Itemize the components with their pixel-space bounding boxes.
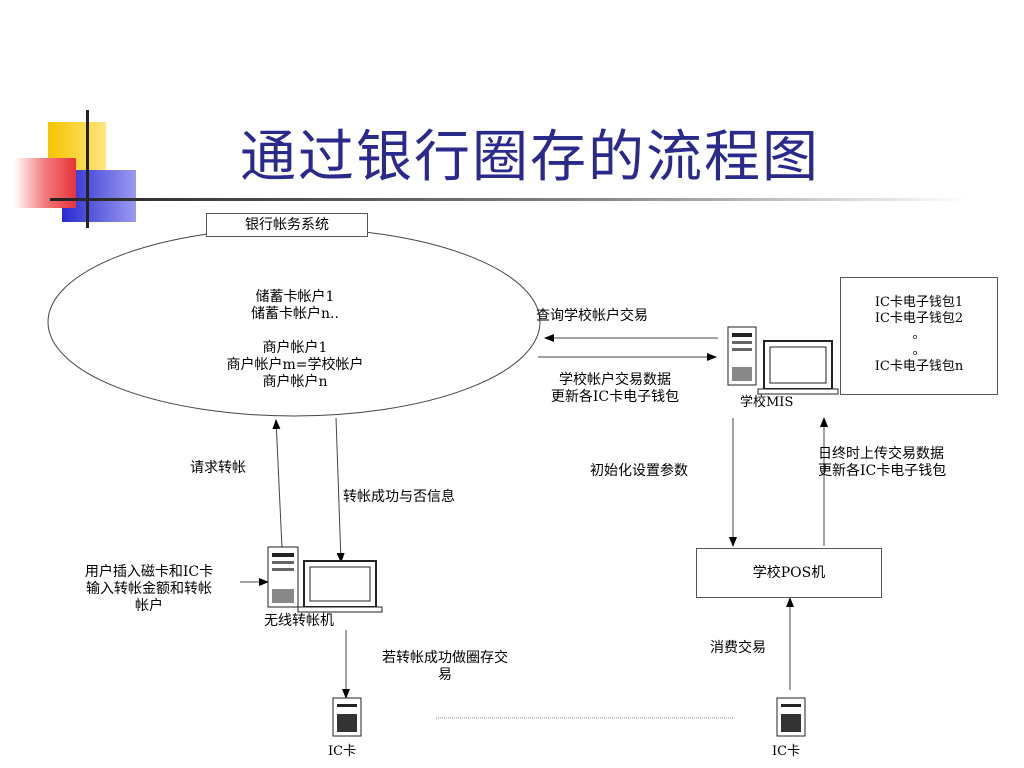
transfer-result-arrow bbox=[335, 417, 345, 563]
page-title: 通过银行圈存的流程图 bbox=[240, 125, 820, 190]
account-item: 商户帐户1 bbox=[262, 340, 328, 356]
user-insert-line: 输入转帐金额和转帐 bbox=[86, 581, 212, 597]
loadup-label: 若转帐成功做圈存交 易 bbox=[346, 650, 544, 684]
update-label: 学校帐户交易数据 更新各IC卡电子钱包 bbox=[510, 372, 720, 406]
corner-decoration bbox=[14, 110, 970, 228]
wireless-terminal-label: 无线转帐机 bbox=[264, 613, 334, 629]
user-insert-line: 帐户 bbox=[135, 598, 163, 614]
ic-card-left-label: IC卡 bbox=[328, 744, 357, 759]
computer-icon bbox=[267, 546, 383, 613]
wallet-item: IC卡电子钱包2 bbox=[874, 311, 964, 326]
wallet-list-box: IC卡电子钱包1 IC卡电子钱包2 。 。 IC卡电子钱包n bbox=[840, 277, 998, 395]
user-insert-line: 用户插入磁卡和IC卡 bbox=[84, 564, 214, 580]
deco-horizontal-line bbox=[50, 198, 970, 201]
user-insert-label: 用户插入磁卡和IC卡 输入转帐金额和转帐 帐户 bbox=[52, 564, 246, 615]
transfer-request-label: 请求转帐 bbox=[190, 460, 246, 476]
transfer-result-label: 转帐成功与否信息 bbox=[343, 489, 455, 505]
update-label-line: 学校帐户交易数据 bbox=[559, 372, 671, 388]
consume-label: 消费交易 bbox=[710, 640, 766, 656]
daily-upload-label: 日终时上传交易数据 更新各IC卡电子钱包 bbox=[818, 446, 946, 480]
ic-card-icon bbox=[776, 697, 806, 737]
loadup-line: 若转帐成功做圈存交 bbox=[382, 650, 508, 666]
account-list: 储蓄卡帐户1 储蓄卡帐户n.. 商户帐户1 商户帐户m=学校帐户 商户帐户n bbox=[180, 289, 410, 391]
computer-icon bbox=[727, 326, 839, 395]
school-pos-box: 学校POS机 bbox=[696, 548, 882, 598]
request-transfer-arrow bbox=[272, 419, 283, 549]
query-label: 查询学校帐户交易 bbox=[536, 308, 648, 324]
account-item: 商户帐户m=学校帐户 bbox=[226, 357, 364, 373]
ic-card-icon bbox=[332, 697, 362, 737]
wallet-item: 。 bbox=[912, 343, 926, 358]
wallet-item: 。 bbox=[912, 327, 926, 342]
wallet-item: IC卡电子钱包1 bbox=[874, 295, 964, 310]
account-item: 商户帐户n bbox=[262, 374, 328, 390]
wallet-item: IC卡电子钱包n bbox=[874, 359, 964, 374]
account-item: 储蓄卡帐户n.. bbox=[251, 306, 339, 322]
update-label-line: 更新各IC卡电子钱包 bbox=[550, 389, 680, 405]
school-mis-label: 学校MIS bbox=[740, 395, 794, 410]
account-item: 储蓄卡帐户1 bbox=[255, 289, 335, 305]
loadup-line: 易 bbox=[438, 667, 452, 683]
account-item bbox=[180, 323, 410, 340]
daily-upload-line: 更新各IC卡电子钱包 bbox=[818, 463, 947, 479]
bank-system-label: 银行帐务系统 bbox=[206, 213, 368, 237]
daily-upload-line: 日终时上传交易数据 bbox=[818, 446, 944, 462]
ic-card-right-label: IC卡 bbox=[772, 744, 801, 759]
deco-vertical-bar bbox=[86, 110, 89, 228]
init-params-label: 初始化设置参数 bbox=[590, 463, 688, 479]
